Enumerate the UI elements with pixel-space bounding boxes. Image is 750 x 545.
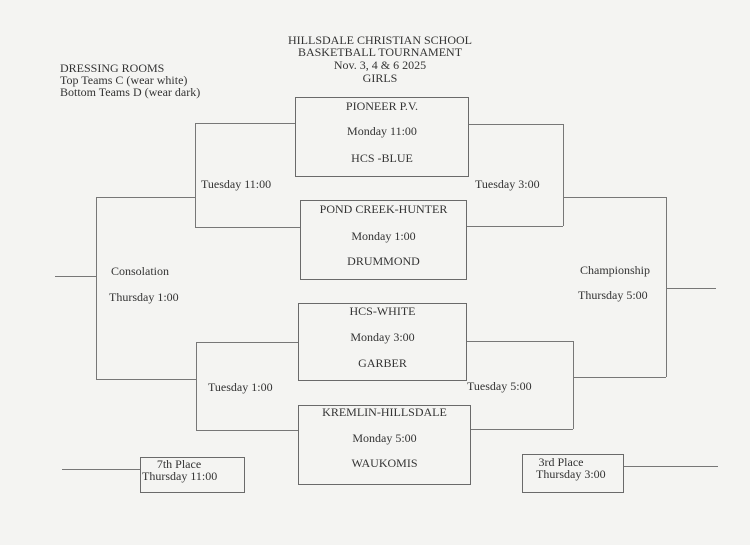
dressing-rooms-title: DRESSING ROOMS (60, 61, 165, 75)
bracket-line (195, 227, 300, 228)
bracket-line (55, 276, 96, 277)
bracket-line (563, 197, 666, 198)
championship-time: Thursday 5:00 (578, 288, 648, 302)
bracket-line (469, 124, 563, 125)
bracket-line (96, 197, 97, 379)
event-name: BASKETBALL TOURNAMENT (297, 45, 463, 59)
bracket-line (196, 342, 298, 343)
bracket-line (96, 379, 196, 380)
dressing-rooms-top: Top Teams C (wear white) (60, 73, 188, 87)
game-box-1 (295, 97, 469, 177)
bracket-line (196, 342, 197, 430)
game-2-team1: POND CREEK-HUNTER (319, 202, 448, 216)
bracket-line (96, 197, 195, 198)
bracket-line (666, 288, 716, 289)
championship-label: Championship (580, 263, 651, 277)
round2-top-left-time: Tuesday 11:00 (201, 177, 272, 191)
game-4-team1: KREMLIN-HILLSDALE (322, 405, 447, 419)
third-place-label: 3rd Place (538, 455, 584, 469)
third-place-box (522, 454, 624, 493)
game-1-time: Monday 11:00 (347, 124, 417, 138)
game-3-team2: GARBER (358, 356, 407, 370)
bracket-line (467, 341, 573, 342)
round2-bottom-right-time: Tuesday 5:00 (467, 379, 532, 393)
seventh-place-time: Thursday 11:00 (142, 469, 218, 483)
game-box-4 (298, 405, 471, 485)
consolation-label: Consolation (111, 264, 170, 278)
game-4-time: Monday 5:00 (352, 431, 417, 445)
consolation-time: Thursday 1:00 (109, 290, 179, 304)
bracket-line (195, 123, 295, 124)
game-2-time: Monday 1:00 (351, 229, 416, 243)
game-3-team1: HCS-WHITE (349, 304, 416, 318)
seventh-place-label: 7th Place (156, 457, 202, 471)
bracket-line (196, 430, 298, 431)
third-place-time: Thursday 3:00 (536, 467, 606, 481)
round2-bottom-left-time: Tuesday 1:00 (208, 380, 273, 394)
game-2-team2: DRUMMOND (347, 254, 420, 268)
bracket-line (666, 197, 667, 377)
division: GIRLS (362, 71, 398, 85)
round2-top-right-time: Tuesday 3:00 (475, 177, 540, 191)
bracket-line (624, 466, 718, 467)
game-box-3 (298, 303, 467, 381)
event-dates: Nov. 3, 4 & 6 2025 (333, 58, 427, 72)
dressing-rooms-bottom: Bottom Teams D (wear dark) (60, 85, 201, 99)
bracket-line (573, 377, 666, 378)
bracket-line (563, 124, 564, 226)
school-name: HILLSDALE CHRISTIAN SCHOOL (288, 33, 472, 47)
seventh-place-box (140, 457, 245, 493)
game-4-team2: WAUKOMIS (351, 456, 418, 470)
bracket-line (62, 469, 140, 470)
bracket-line (471, 429, 573, 430)
game-box-2 (300, 200, 467, 280)
bracket-line (573, 341, 574, 429)
game-1-team2: HCS -BLUE (351, 151, 413, 165)
bracket-line (467, 226, 563, 227)
game-3-time: Monday 3:00 (350, 330, 415, 344)
game-1-team1: PIONEER P.V. (345, 99, 419, 113)
bracket-line (195, 123, 196, 227)
